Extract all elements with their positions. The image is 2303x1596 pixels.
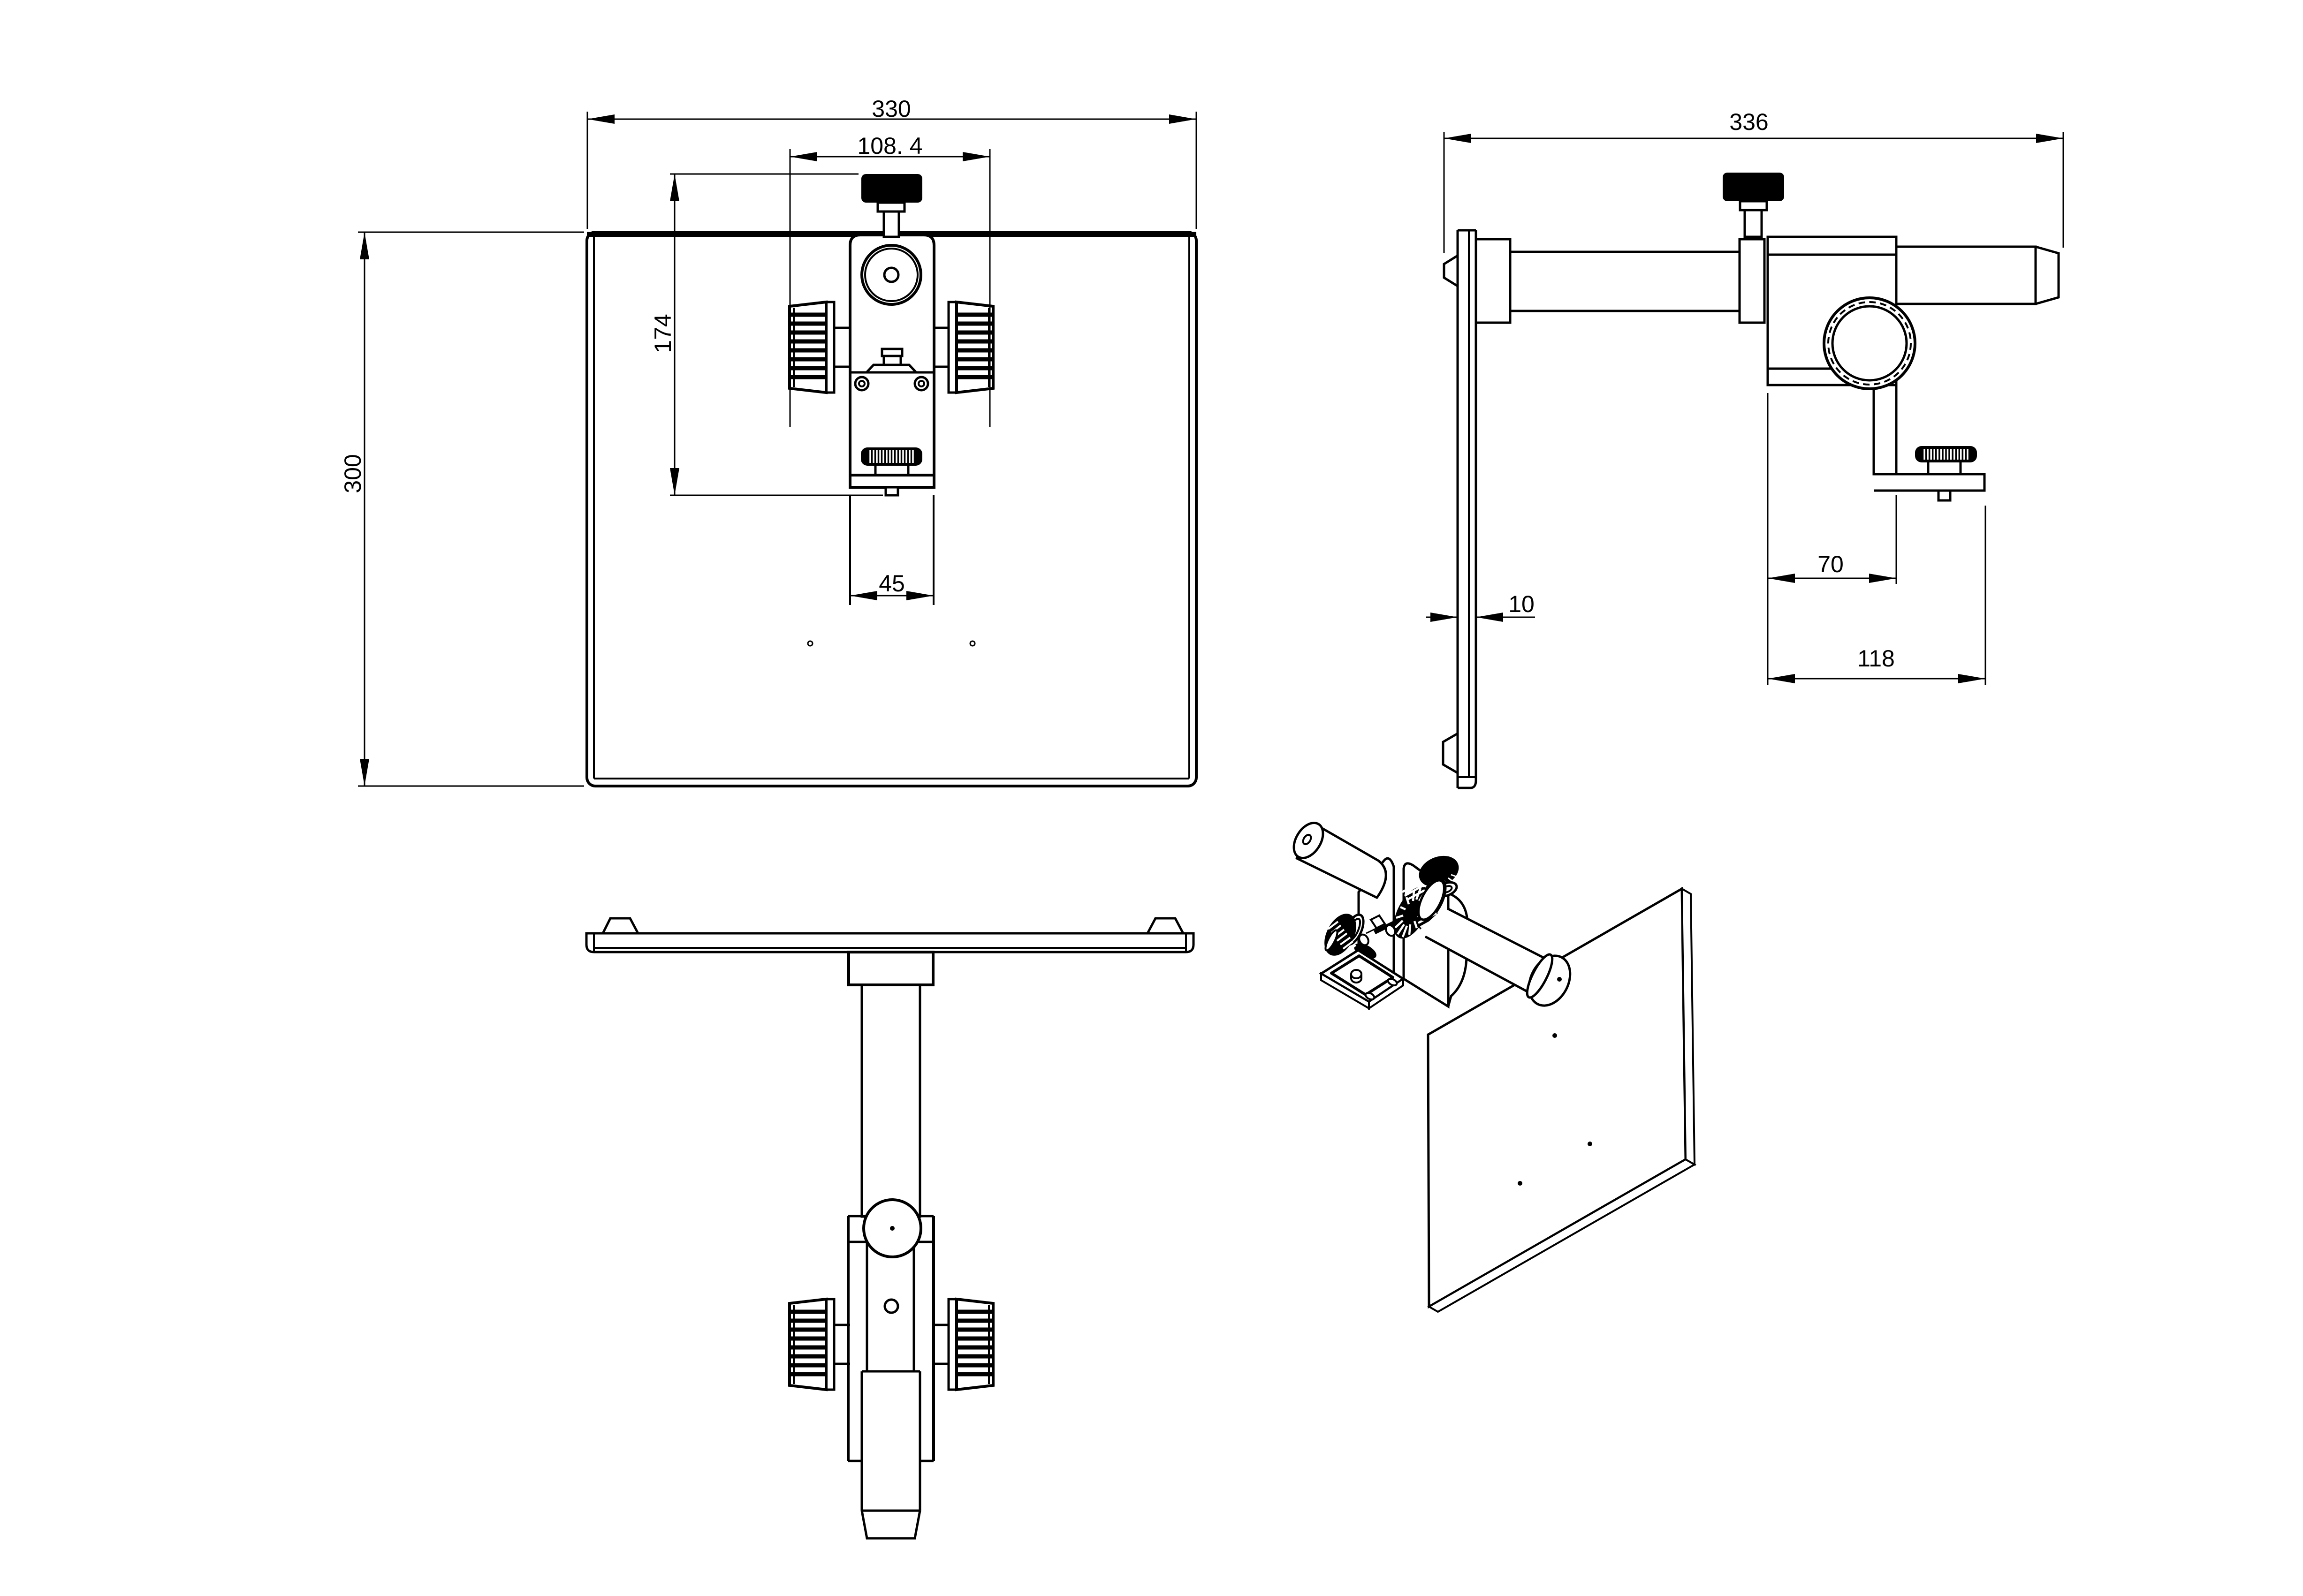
svg-text:70: 70: [1817, 551, 1844, 577]
svg-text:300: 300: [340, 454, 366, 493]
svg-text:330: 330: [872, 96, 911, 122]
svg-text:108. 4: 108. 4: [857, 133, 922, 159]
svg-text:10: 10: [1508, 591, 1535, 617]
svg-text:336: 336: [1729, 109, 1768, 135]
svg-text:118: 118: [1857, 645, 1895, 672]
svg-text:45: 45: [879, 570, 905, 597]
svg-text:174: 174: [650, 314, 676, 353]
